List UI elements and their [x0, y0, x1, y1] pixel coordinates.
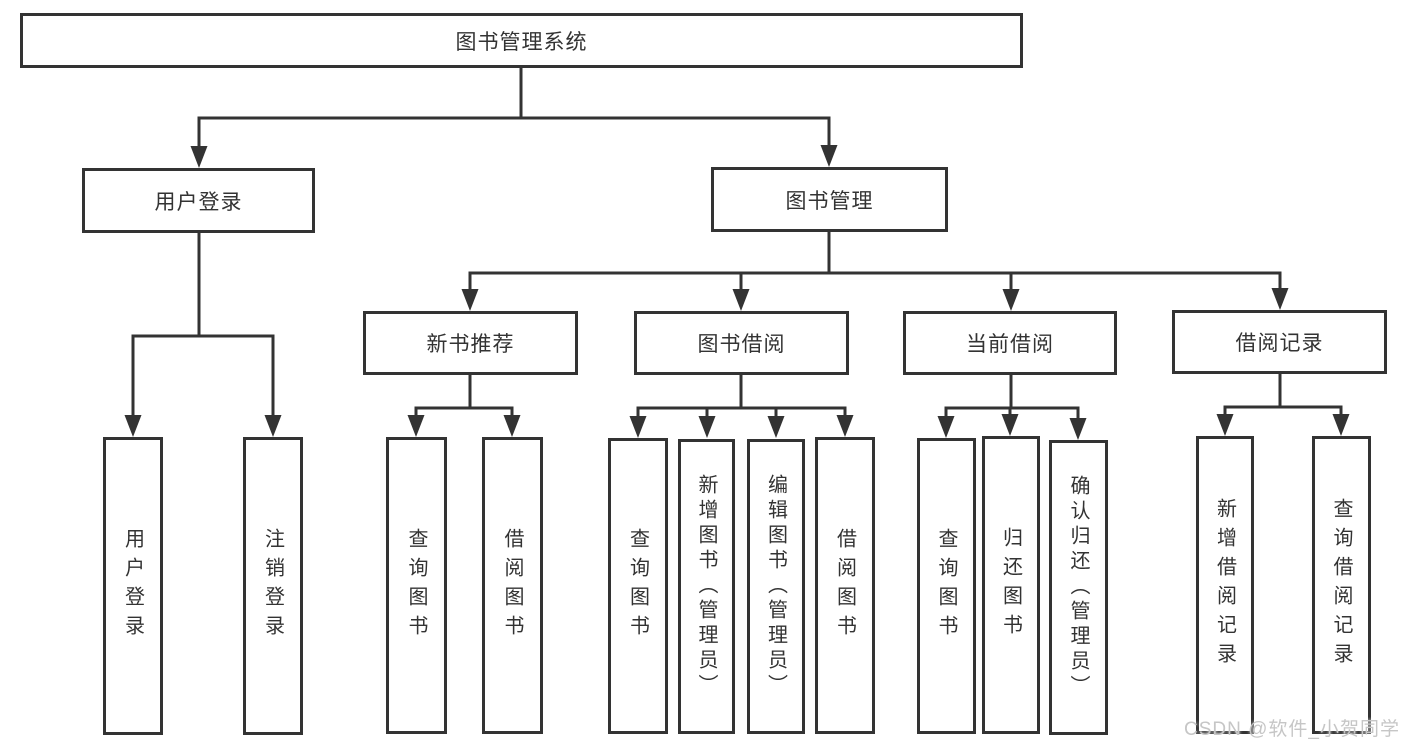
- node-query-borrow-record: 查询借阅记录: [1312, 436, 1371, 734]
- node-user-login-branch: 用户登录: [82, 168, 315, 233]
- node-new-book-recommend: 新书推荐: [363, 311, 578, 375]
- node-logout: 注销登录: [243, 437, 303, 735]
- arrowhead: [836, 415, 854, 437]
- node-query-books-borrow: 查询图书: [608, 438, 668, 734]
- node-current-borrow: 当前借阅: [903, 311, 1117, 375]
- arrowhead: [767, 416, 785, 438]
- node-query-books-recommend: 查询图书: [386, 437, 447, 734]
- connector-book-management-branch: [468, 230, 1282, 295]
- connector-user-login-branch: [131, 231, 275, 421]
- arrowhead: [1332, 414, 1350, 436]
- arrowhead: [1216, 414, 1234, 436]
- node-user-login-leaf: 用户登录: [103, 437, 163, 735]
- arrowhead: [1069, 418, 1087, 440]
- node-add-books-admin: 新增图书（管理员）: [678, 439, 735, 734]
- arrowheads: [124, 145, 1350, 440]
- arrowhead: [820, 145, 838, 167]
- node-return-books: 归还图书: [982, 436, 1040, 734]
- arrowhead: [503, 415, 521, 437]
- node-borrow-records: 借阅记录: [1172, 310, 1387, 374]
- connector-new-book-branch: [414, 373, 514, 421]
- node-borrow-books-recommend: 借阅图书: [482, 437, 543, 734]
- arrowhead: [629, 416, 647, 438]
- connector-borrow-records-branch: [1223, 371, 1343, 420]
- connector-current-borrow-branch: [944, 373, 1080, 424]
- node-add-borrow-record: 新增借阅记录: [1196, 436, 1254, 734]
- node-book-borrow: 图书借阅: [634, 311, 849, 375]
- arrowhead: [1002, 289, 1020, 311]
- arrowhead: [407, 415, 425, 437]
- watermark-text: CSDN @软件_小贺同学: [1184, 719, 1400, 740]
- arrowhead: [190, 146, 208, 168]
- node-query-books-current: 查询图书: [917, 438, 976, 734]
- connector-book-borrow-branch: [636, 373, 847, 422]
- arrowhead: [1001, 414, 1019, 436]
- arrowhead: [698, 416, 716, 438]
- arrowhead: [937, 416, 955, 438]
- connector-root-to-level2: [197, 66, 831, 152]
- arrowhead: [461, 289, 479, 311]
- node-confirm-return-admin: 确认归还（管理员）: [1049, 440, 1108, 735]
- node-edit-books-admin: 编辑图书（管理员）: [747, 439, 805, 734]
- node-borrow-books: 借阅图书: [815, 437, 875, 734]
- arrowhead: [124, 415, 142, 437]
- node-book-management: 图书管理: [711, 167, 948, 232]
- arrowhead: [1271, 288, 1289, 310]
- arrowhead: [264, 415, 282, 437]
- node-root: 图书管理系统: [20, 13, 1023, 68]
- arrowhead: [732, 289, 750, 311]
